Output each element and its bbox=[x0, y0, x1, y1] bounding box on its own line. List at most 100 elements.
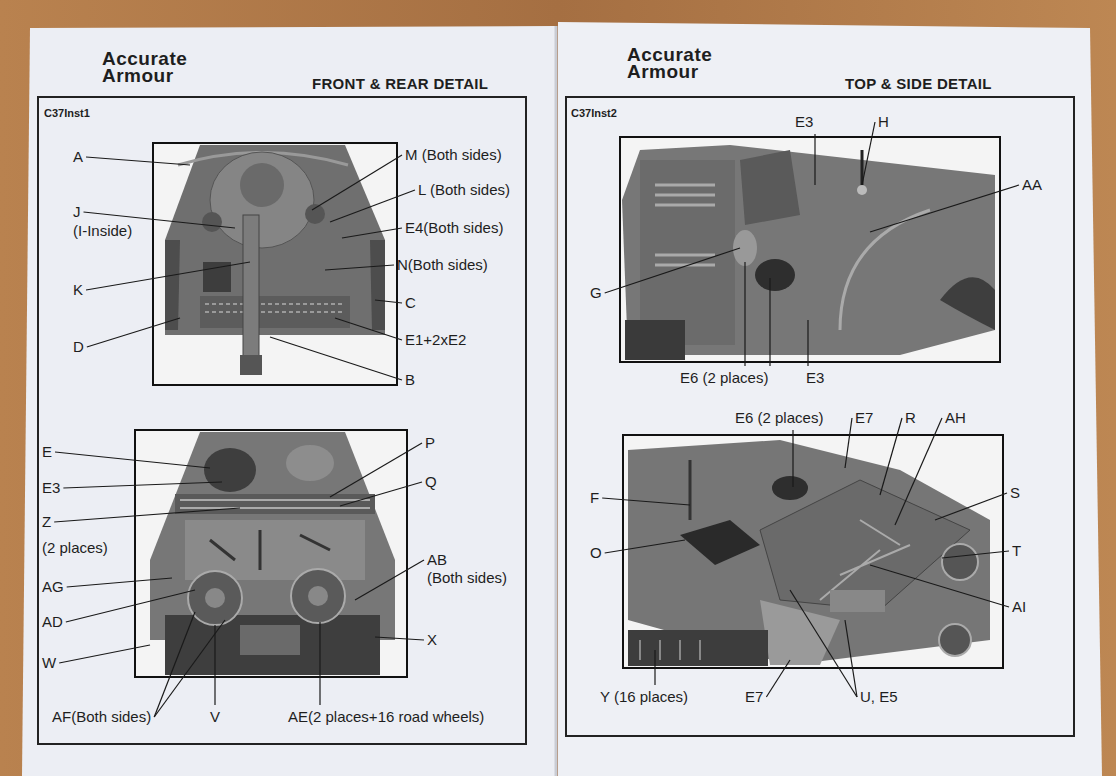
leader-line bbox=[59, 645, 150, 663]
leader-line bbox=[319, 622, 320, 705]
leader-line bbox=[154, 620, 225, 717]
sheet-code: C37Inst2 bbox=[571, 107, 617, 120]
callout-label: AG bbox=[42, 578, 64, 596]
brand-logo: Accurate Armour bbox=[627, 46, 727, 80]
leader-line bbox=[342, 228, 402, 238]
callout-label: A bbox=[73, 148, 83, 166]
callout-label: AE(2 places+16 road wheels) bbox=[288, 708, 484, 726]
callout-label: J bbox=[73, 203, 81, 221]
leader-line bbox=[330, 190, 415, 222]
callout-label: (I-Inside) bbox=[73, 222, 132, 240]
paper-sheet bbox=[558, 22, 1102, 776]
leader-line bbox=[325, 265, 394, 270]
leader-line bbox=[312, 155, 402, 210]
leader-line bbox=[214, 625, 215, 705]
leader-line bbox=[870, 565, 1009, 607]
callout-label: O bbox=[590, 544, 602, 562]
leader-line bbox=[375, 300, 402, 303]
leader-line bbox=[602, 498, 690, 505]
callout-label: U, E5 bbox=[860, 688, 898, 706]
leader-line bbox=[154, 612, 195, 717]
callout-label: AD bbox=[42, 613, 63, 631]
callout-label: K bbox=[73, 281, 83, 299]
leader-line bbox=[86, 262, 250, 290]
leader-line bbox=[87, 318, 180, 347]
leader-line bbox=[340, 482, 422, 506]
leader-line bbox=[862, 122, 875, 185]
callout-label: C bbox=[405, 294, 416, 312]
paper-fold bbox=[555, 26, 558, 776]
leader-line bbox=[807, 320, 808, 366]
leader-line bbox=[66, 590, 195, 622]
model-photo bbox=[153, 143, 397, 385]
leader-line bbox=[880, 418, 902, 495]
callout-label: AI bbox=[1012, 598, 1026, 616]
callout-label: R bbox=[905, 409, 916, 427]
model-photo bbox=[620, 137, 1000, 362]
callout-label: AF(Both sides) bbox=[52, 708, 151, 726]
leader-line bbox=[845, 418, 852, 468]
callout-label: L (Both sides) bbox=[418, 181, 510, 199]
leader-line bbox=[270, 337, 402, 380]
model-photo bbox=[135, 430, 407, 677]
leader-line bbox=[790, 590, 857, 697]
leader-line bbox=[942, 551, 1009, 558]
leader-line bbox=[814, 134, 815, 185]
brand-logo: Accurate Armour bbox=[102, 50, 202, 84]
model-photo bbox=[623, 435, 1003, 668]
callout-label: N(Both sides) bbox=[397, 256, 488, 274]
callout-label: E7 bbox=[855, 409, 873, 427]
leader-line bbox=[870, 185, 1019, 232]
callout-label: P bbox=[425, 434, 435, 452]
callout-label: (2 places) bbox=[42, 539, 108, 557]
leader-line bbox=[63, 482, 222, 488]
callout-label: V bbox=[210, 708, 220, 726]
callout-label: H bbox=[878, 113, 889, 131]
callout-label: E7 bbox=[745, 688, 763, 706]
callout-label: E bbox=[42, 443, 52, 461]
sheet-title: FRONT & REAR DETAIL bbox=[312, 75, 488, 93]
leader-line bbox=[792, 430, 793, 487]
callout-label: E6 (2 places) bbox=[680, 369, 768, 387]
callout-label: AA bbox=[1022, 176, 1042, 194]
callout-label: M (Both sides) bbox=[405, 146, 502, 164]
callout-label: E6 (2 places) bbox=[735, 409, 823, 427]
callout-label: Y (16 places) bbox=[600, 688, 688, 706]
callout-label: E1+2xE2 bbox=[405, 331, 466, 349]
callout-label: B bbox=[405, 371, 415, 389]
leader-line bbox=[845, 620, 857, 697]
callout-label: D bbox=[73, 338, 84, 356]
leader-line bbox=[744, 262, 745, 366]
callout-label: E3 bbox=[806, 369, 824, 387]
leader-line bbox=[605, 248, 740, 293]
sheet-title: TOP & SIDE DETAIL bbox=[845, 75, 992, 93]
leader-line bbox=[335, 318, 402, 340]
callout-label: X bbox=[427, 631, 437, 649]
callout-label: Q bbox=[425, 473, 437, 491]
leader-line bbox=[375, 637, 424, 640]
callout-label: T bbox=[1012, 542, 1021, 560]
leader-line bbox=[769, 278, 770, 366]
leader-line bbox=[935, 493, 1007, 520]
callout-label: AB bbox=[427, 551, 447, 569]
leader-line bbox=[330, 443, 422, 497]
callout-label: AH bbox=[945, 409, 966, 427]
paper-sheet bbox=[22, 26, 556, 776]
callout-label: E4(Both sides) bbox=[405, 219, 503, 237]
callout-label: (Both sides) bbox=[427, 569, 507, 587]
sheet-code: C37Inst1 bbox=[44, 107, 90, 120]
leader-line bbox=[355, 560, 424, 600]
callout-label: Z bbox=[42, 513, 51, 531]
leader-line bbox=[895, 418, 942, 525]
callout-label: E3 bbox=[795, 113, 813, 131]
leader-line bbox=[86, 157, 190, 165]
leader-line bbox=[766, 660, 790, 697]
callout-label: G bbox=[590, 284, 602, 302]
callout-label: W bbox=[42, 654, 56, 672]
leader-line bbox=[67, 578, 172, 587]
callout-label: E3 bbox=[42, 479, 60, 497]
callout-label: F bbox=[590, 489, 599, 507]
leader-line bbox=[654, 650, 655, 685]
leader-line bbox=[55, 452, 210, 468]
